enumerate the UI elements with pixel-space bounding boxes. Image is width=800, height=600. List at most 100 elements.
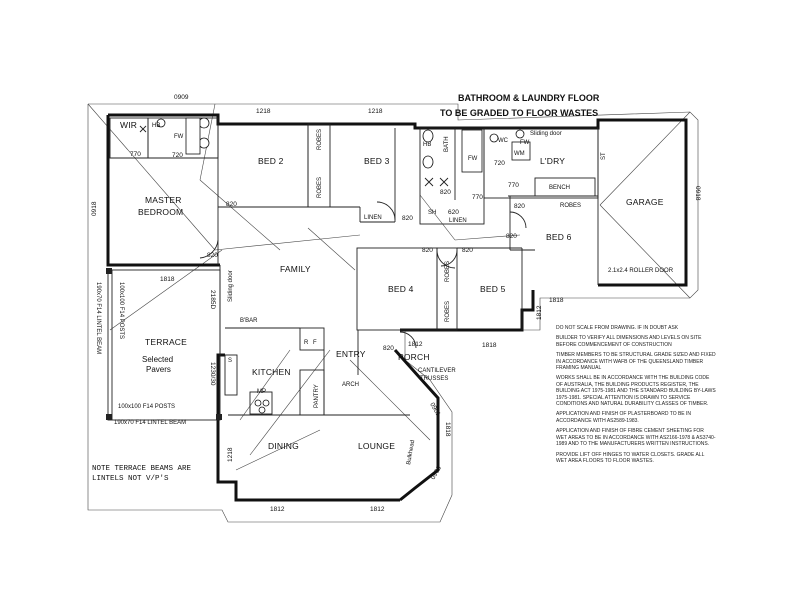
door-swing-icon [376,201,396,221]
hotplate-icon [262,399,270,407]
label-store: ST [601,152,607,160]
room-wir: WIR [120,120,137,130]
room-shower: SH [428,210,436,216]
room-pantry: PANTRY [314,384,320,408]
label-fw-bath: FW [468,156,478,162]
construction-notes: DO NOT SCALE FROM DRAWING. IF IN DOUBT A… [556,325,716,468]
dim-1812-lounge: 1812 [370,506,385,513]
room-master-line2: BEDROOM [138,207,183,217]
label-sliding-door-terrace: Sliding door [228,270,234,302]
toilet-icon [515,129,525,139]
dim-2185d: 2185D [209,290,216,309]
label-fw-ensuite: FW [174,134,184,140]
label-fw-laundry: FW [520,140,530,146]
label-selected: Selected [142,355,173,364]
terrace-frame [106,268,222,421]
hotplate-icon [258,406,266,414]
dim-820-bed5: 820 [462,247,473,254]
label-robes-bed3: ROBES [317,129,323,150]
dim-0901: 0901 [428,402,441,418]
room-kitchen: KITCHEN [252,367,291,377]
label-posts-side: 100x100 F14 POSTS [118,282,124,339]
label-trusses: TRUSSES [420,376,448,382]
label-mp: MP [257,389,266,395]
room-porch: PORCH [398,352,430,362]
dim-820-bath: 820 [440,189,451,196]
label-posts-bottom: 100x100 F14 POSTS [118,404,175,410]
basin-icon [422,155,434,169]
label-linen-2: LINEN [449,218,467,224]
dim-0906: 0906 [430,465,443,481]
note-6: APPLICATION AND FINISH OF FIBRE CEMENT S… [556,428,716,448]
dim-0909: 0909 [174,94,189,101]
dim-0918-garage-side: 0918 [694,186,701,201]
label-f: F [313,340,317,346]
note-2: BUILDER TO VERIFY ALL DIMENSIONS AND LEV… [556,335,702,348]
shower-icon [185,117,201,155]
basin-icon [422,129,434,143]
dim-1218-top-b: 1218 [368,108,383,115]
roof-outline [87,103,699,523]
room-lounge: LOUNGE [358,441,395,451]
label-robes-bed6: ROBES [560,203,581,209]
room-family: FAMILY [280,264,311,274]
room-master-line1: MASTER [145,195,182,205]
hotplate-icon [254,399,262,407]
label-pavers: Pavers [146,365,171,374]
dim-820-hall: 820 [506,233,517,240]
header-line-1: BATHROOM & LAUNDRY FLOOR [458,93,600,103]
dim-770-laundry: 770 [508,182,519,189]
label-bulkhead: Bulkhead [406,440,416,466]
room-bed-2: BED 2 [258,156,284,166]
door-swing-icon [440,249,458,267]
dim-1218-top-a: 1218 [256,108,271,115]
dim-1812-dining: 1812 [270,506,285,513]
label-breakfast-bar: B'BAR [240,318,258,324]
label-bench: BENCH [549,185,570,191]
note-3: TIMBER MEMBERS TO BE STRUCTURAL GRADE SI… [556,352,716,372]
dim-1818-garage: 1818 [549,297,564,304]
dim-720-bath: 720 [494,160,505,167]
label-beam-side: 190x70 F14 LINTEL BEAM [95,282,101,354]
dim-820-master: 820 [226,201,237,208]
toilet-icon [198,137,210,149]
dim-1230-30: 1230/30 [209,362,216,386]
label-robes-bed5: ROBES [445,301,451,322]
dim-1818-terrace: 1818 [160,276,175,283]
note-4: WORKS SHALL BE IN ACCORDANCE WITH THE BU… [556,375,716,408]
dim-770-wir: 770 [130,151,141,158]
room-bath: BATH [444,136,450,152]
dim-620: 620 [448,209,459,216]
note-7: PROVIDE LIFT OFF HINGES TO WATER CLOSETS… [556,451,705,464]
door-swing-icon [436,249,456,269]
door-swing-icon [199,239,219,259]
note-5: APPLICATION AND FINISH OF PLASTERBOARD T… [556,411,692,424]
label-arch: ARCH [342,382,359,388]
label-cantilever: CANTILEVER [418,368,456,374]
note-1: DO NOT SCALE FROM DRAWING. IF IN DOUBT A… [556,325,679,331]
dim-720-ensuite: 720 [172,152,183,159]
dim-820-linen: 820 [402,215,413,222]
room-dining: DINING [268,441,299,451]
door-swing-icon [399,331,417,349]
toilet-icon [198,117,210,129]
label-robes-bed4: ROBES [445,261,451,282]
label-beam-bottom: 190x70 F14 LINTEL BEAM [114,420,186,426]
label-r: R [304,340,309,346]
header-line-2: TO BE GRADED TO FLOOR WASTES [440,108,598,118]
dim-1818-lounge-side: 1818 [444,422,451,437]
dim-820-bed4: 820 [422,247,433,254]
label-sink: S [228,358,232,364]
dim-1218-dining-side: 1218 [227,447,234,462]
dim-1812-porch: 1812 [408,341,423,348]
floor-waste-icon [139,125,147,133]
dim-820-family: 820 [207,252,218,259]
label-robes-bed2: ROBES [317,177,323,198]
label-roller-door: 2.1x2.4 ROLLER DOOR [608,268,674,274]
label-sliding-door-laundry: Sliding door [530,131,562,137]
dim-770-wc: 770 [472,194,483,201]
terrace-note-line-2: LINTELS NOT V/P'S [92,475,169,483]
basin-icon [156,118,166,128]
dim-820-bed6: 820 [514,203,525,210]
